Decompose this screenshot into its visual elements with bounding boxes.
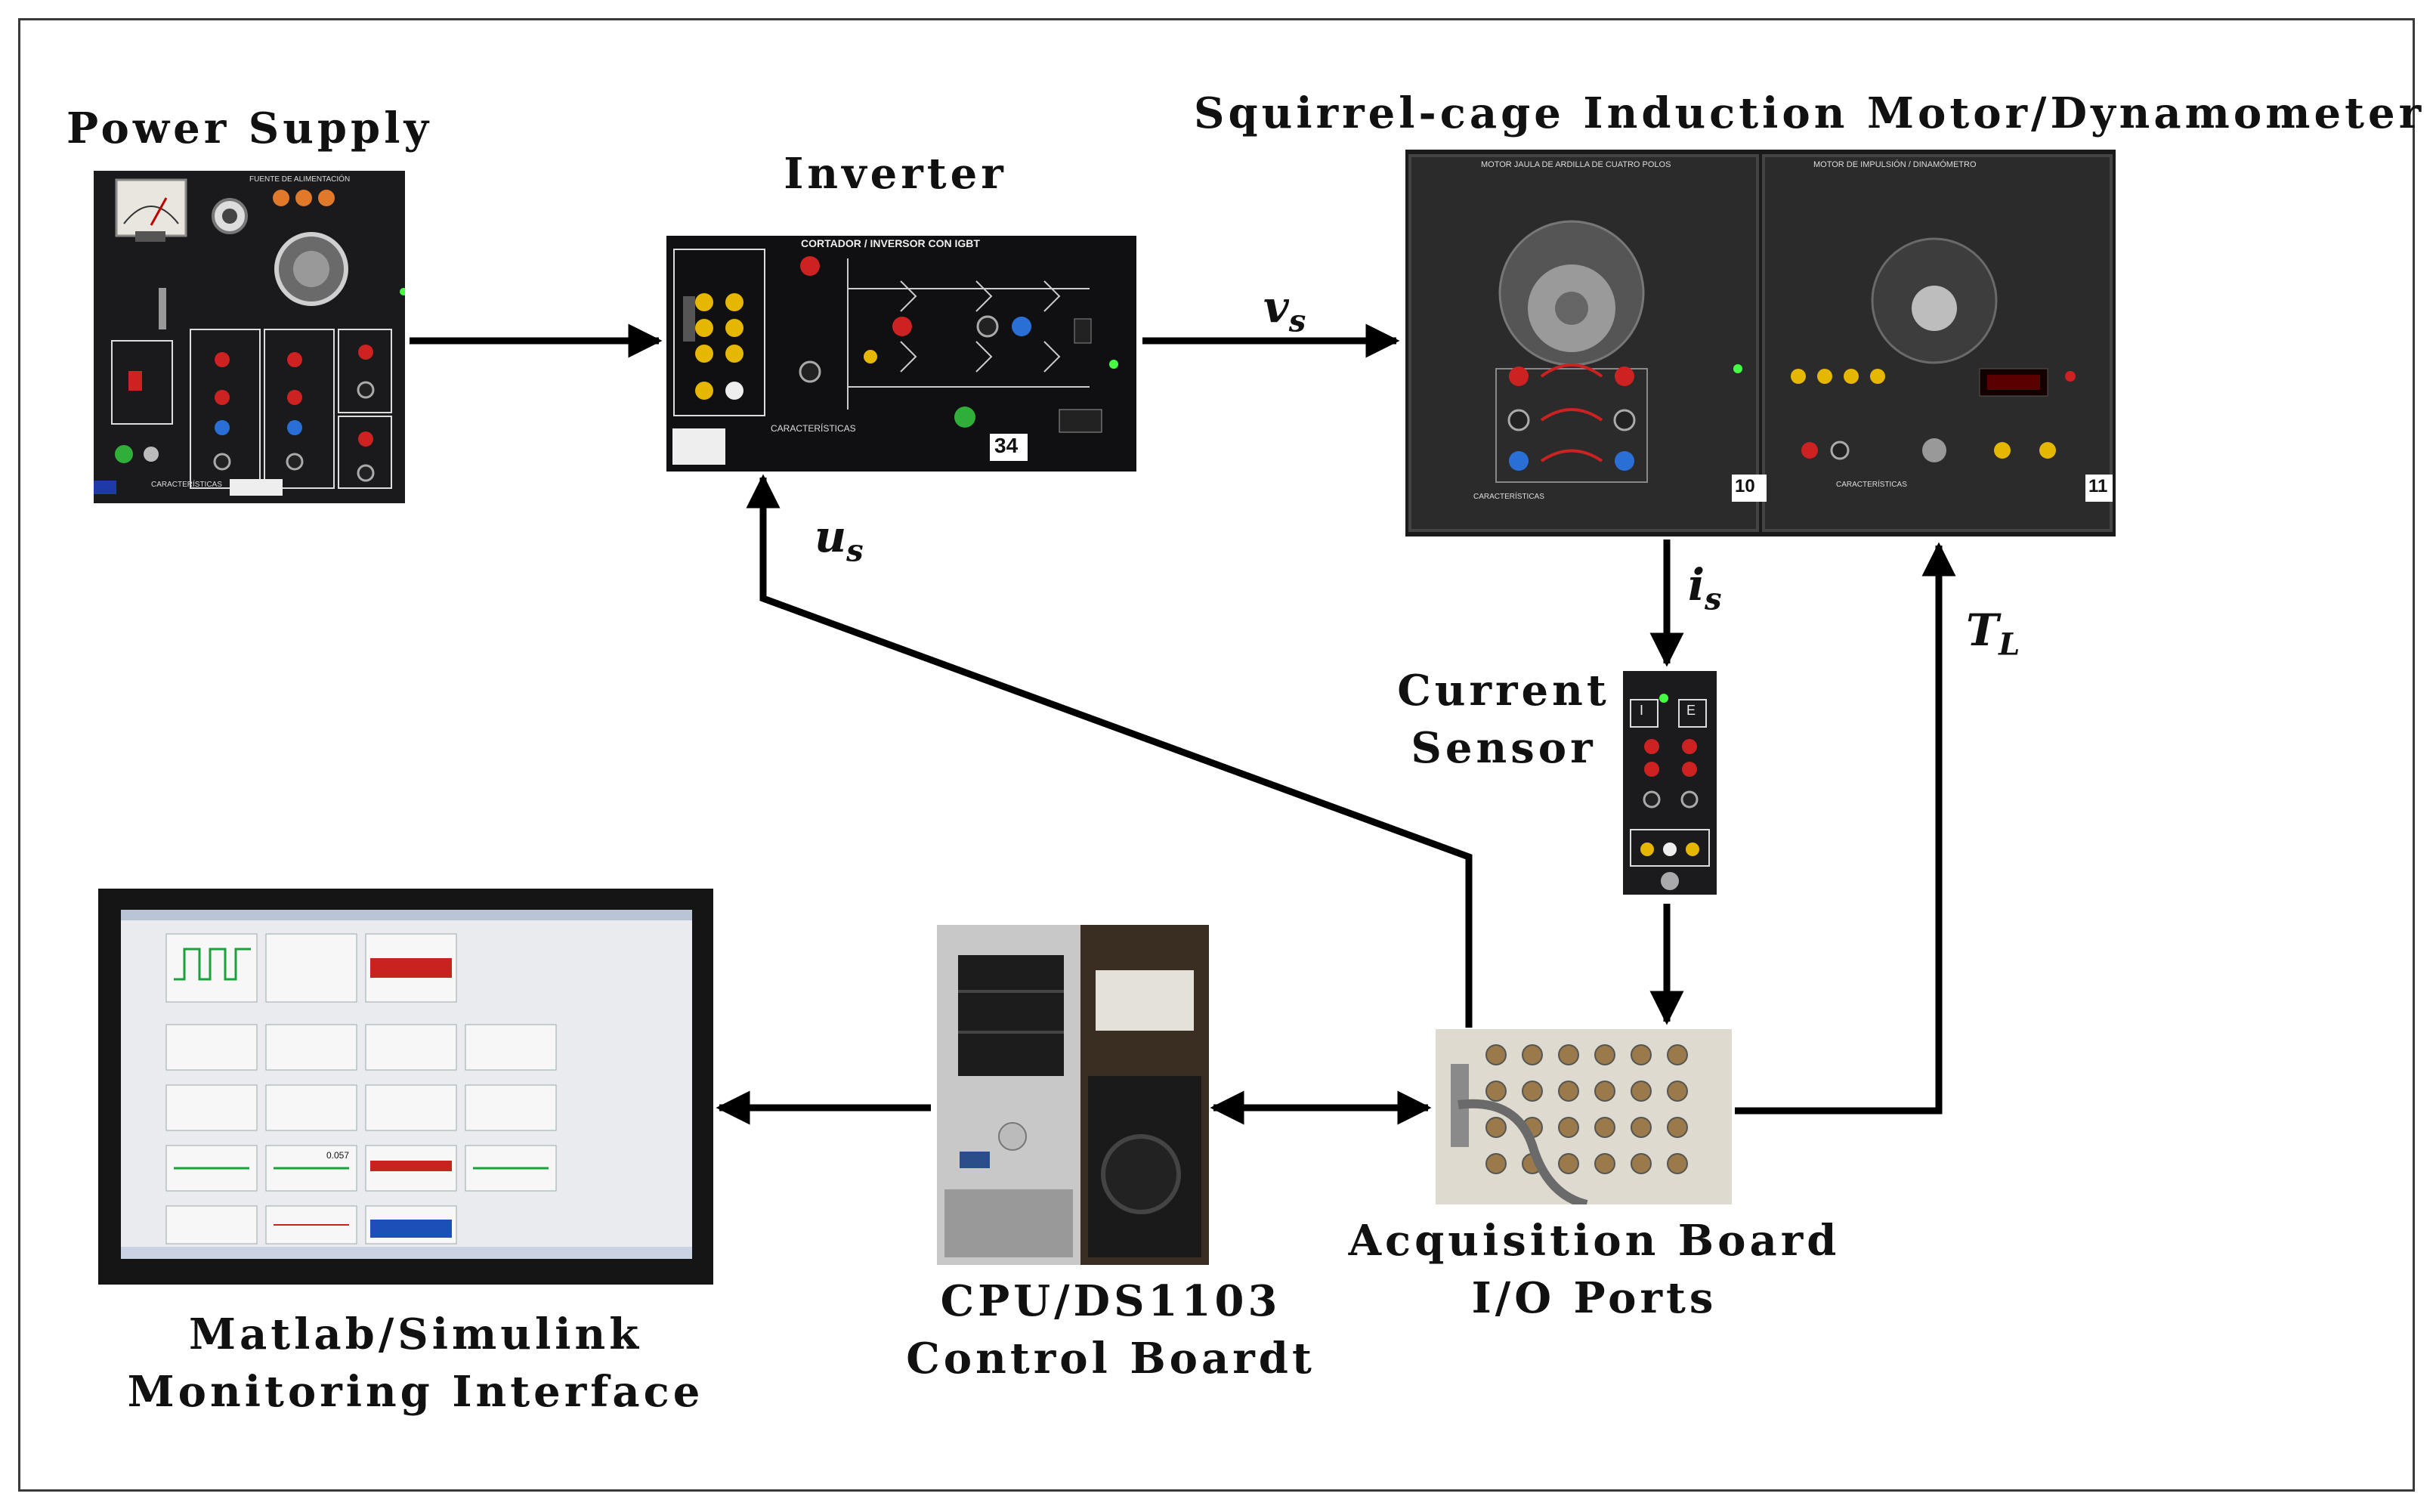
signal-vs-base: v [1263, 281, 1289, 332]
label-current-sensor: Current Sensor [1330, 662, 1677, 777]
signal-us: us [815, 511, 864, 569]
label-motor-dynamometer: Squirrel-cage Induction Motor/Dynamomete… [1194, 88, 2425, 138]
inverter-panel-title: CORTADOR / INVERSOR CON IGBT [801, 237, 980, 249]
label-cpu-line2: Control Boardt [906, 1334, 1315, 1384]
signal-is-sub: s [1705, 581, 1722, 617]
dyno-panel-title: MOTOR DE IMPULSIÓN / DINAMÓMETRO [1813, 160, 1977, 169]
label-power-supply: Power Supply [66, 104, 433, 153]
signal-tl-sub: L [1999, 626, 2020, 663]
motor-dynamometer-photo [1405, 150, 2116, 536]
signal-is-base: i [1688, 559, 1705, 611]
motor-caracteristicas: CARACTERÍSTICAS [1473, 493, 1544, 501]
inverter-module-number: 34 [994, 434, 1019, 457]
signal-tl-base: T [1966, 604, 1999, 656]
arrow-acq-to-inverter-us [746, 474, 1473, 1028]
arrow-acq-to-dyno-tl [1735, 542, 1956, 1115]
signal-tl: TL [1966, 604, 2020, 663]
label-matlab-line1: Matlab/Simulink [188, 1309, 643, 1359]
signal-vs-sub: s [1288, 303, 1306, 339]
diagram-border [18, 18, 2415, 1492]
motor-module-number: 10 [1735, 476, 1755, 496]
motor-panel-title: MOTOR JAULA DE ARDILLA DE CUATRO POLOS [1481, 160, 1671, 169]
sensor-e-label: E [1686, 703, 1696, 718]
label-matlab-line2: Monitoring Interface [127, 1367, 704, 1417]
label-cpu-line1: CPU/DS1103 [940, 1276, 1281, 1326]
signal-us-sub: s [846, 533, 864, 569]
cpu-photo [937, 925, 1209, 1265]
power-supply-caracteristicas: CARACTERÍSTICAS [151, 481, 222, 489]
signal-is: is [1688, 559, 1722, 617]
acquisition-board-photo [1436, 1029, 1732, 1204]
sensor-i-label: I [1640, 703, 1644, 718]
signal-us-base: u [815, 511, 847, 562]
monitor-photo [98, 889, 713, 1285]
screen-readout-value: 0.057 [326, 1150, 350, 1161]
dyno-module-number: 11 [2088, 476, 2108, 496]
label-acquisition-board: Acquisition Board I/O Ports [1330, 1212, 1859, 1327]
inverter-photo [666, 236, 1136, 472]
label-acquisition-board-line2: I/O Ports [1471, 1273, 1717, 1323]
power-supply-photo [94, 171, 405, 503]
label-acquisition-board-line1: Acquisition Board [1348, 1216, 1841, 1266]
current-sensor-photo [1623, 671, 1717, 895]
inverter-caracteristicas: CARACTERÍSTICAS [771, 423, 856, 434]
power-supply-panel-title: FUENTE DE ALIMENTACIÓN [249, 175, 351, 184]
label-current-sensor-line1: Current [1397, 666, 1610, 716]
dyno-caracteristicas: CARACTERÍSTICAS [1836, 481, 1907, 489]
label-current-sensor-line2: Sensor [1411, 723, 1597, 773]
label-inverter: Inverter [784, 149, 1007, 199]
signal-vs: vs [1263, 281, 1306, 339]
label-cpu-control-board: CPU/DS1103 Control Boardt [869, 1272, 1352, 1387]
label-matlab-interface: Matlab/Simulink Monitoring Interface [121, 1306, 710, 1421]
